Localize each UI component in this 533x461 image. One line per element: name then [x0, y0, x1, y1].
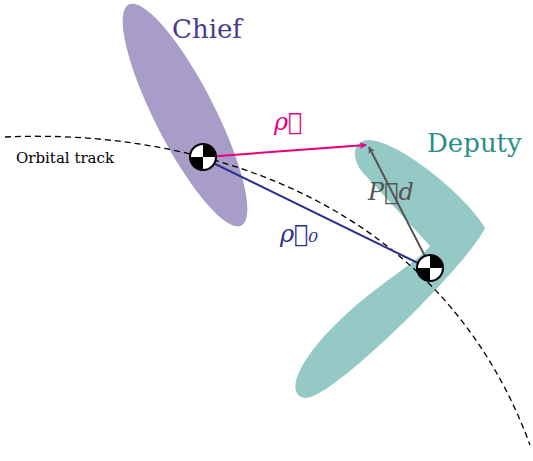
- vector-label: ρ⃗: [274, 110, 303, 134]
- rho0-vector: [205, 159, 424, 266]
- rho-vector: [205, 145, 366, 157]
- vector-label: ρ⃗₀: [280, 222, 318, 246]
- vector-label: P⃗d: [368, 180, 414, 204]
- chief-body: [102, 0, 268, 239]
- chief-com: [190, 144, 216, 170]
- orbital-track: [5, 136, 530, 445]
- body-label: Chief: [172, 16, 242, 42]
- body-label: Deputy: [427, 130, 522, 156]
- pd-vector: [369, 147, 430, 266]
- deputy-body: [295, 140, 485, 398]
- track-label: Orbital track: [14, 150, 116, 167]
- deputy-com: [417, 255, 443, 281]
